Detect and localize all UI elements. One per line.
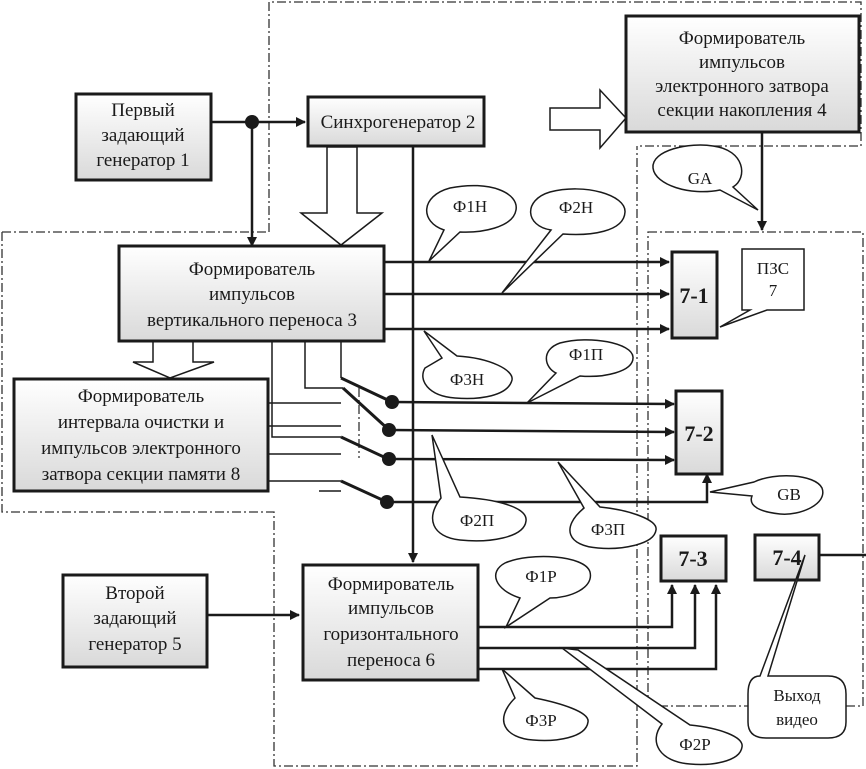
- block-label: переноса 6: [347, 650, 435, 671]
- svg-text:Ф3Н: Ф3Н: [450, 370, 484, 389]
- block-label: Формирователь: [189, 259, 316, 280]
- svg-text:GB: GB: [777, 485, 801, 504]
- block-label: Первый: [111, 100, 175, 121]
- block-label: горизонтального: [323, 624, 458, 645]
- block-label: Синхрогенератор 2: [321, 112, 476, 133]
- svg-text:GA: GA: [688, 169, 713, 188]
- svg-text:Ф2П: Ф2П: [460, 511, 494, 530]
- callout-ga: GA: [652, 144, 759, 211]
- callout-f1p: Ф1П: [526, 339, 634, 404]
- block-label: импульсов: [348, 598, 434, 619]
- svg-text:ПЗС: ПЗС: [757, 259, 789, 278]
- ccd-block-7-4: 7-4: [753, 533, 821, 582]
- block-label: импульсов: [209, 284, 295, 305]
- block-label: генератор 5: [88, 634, 181, 655]
- svg-text:Выход: Выход: [773, 686, 821, 705]
- boundary-vertical-group: [1, 146, 638, 767]
- svg-text:7: 7: [769, 281, 778, 300]
- block-label: задающий: [93, 608, 176, 629]
- block-label: генератор 1: [96, 150, 189, 171]
- block-label: Формирователь: [78, 386, 205, 407]
- block-label: секции накопления 4: [657, 100, 827, 121]
- block-label: интервала очистки и: [58, 412, 224, 433]
- callout-f2r: Ф2Р: [559, 646, 743, 766]
- callout-f2p: Ф2П: [431, 434, 527, 542]
- block-gen2: Второй задающий генератор 5: [61, 573, 209, 669]
- block-shutter-accumulation: Формирователь импульсов электронного зат…: [624, 14, 861, 134]
- block-horizontal-transfer: Формирователь импульсов горизонтального …: [301, 563, 480, 682]
- svg-text:Ф1Н: Ф1Н: [453, 197, 487, 216]
- block-label: 7-4: [772, 545, 801, 570]
- block-label: затвора секции памяти 8: [42, 464, 240, 485]
- junction-dot: [245, 115, 259, 129]
- signal-lines: [207, 115, 866, 671]
- block-label: импульсов электронного: [41, 438, 241, 459]
- block-label: 7-1: [679, 283, 708, 308]
- ccd-block-7-1: 7-1: [670, 250, 719, 340]
- callout-gb: GB: [709, 475, 824, 515]
- svg-text:Ф2Н: Ф2Н: [559, 198, 593, 217]
- ccd-block-7-3: 7-3: [659, 534, 728, 583]
- ccd-block-7-2: 7-2: [674, 389, 724, 476]
- boundary-ccd: [647, 231, 864, 707]
- block-label: 7-3: [678, 546, 707, 571]
- callout-video-output: Выход видео: [747, 554, 847, 739]
- svg-text:Ф1П: Ф1П: [569, 345, 603, 364]
- callout-f3p: Ф3П: [557, 461, 657, 550]
- bus-arrow-sync-to-shutter: [549, 88, 628, 151]
- block-label: вертикального переноса 3: [147, 310, 357, 331]
- block-cleaning-interval: Формирователь интервала очистки и импуль…: [12, 377, 270, 493]
- block-label: электронного затвора: [655, 76, 829, 97]
- block-gen1: Первый задающий генератор 1: [74, 92, 213, 182]
- svg-text:Ф3П: Ф3П: [591, 520, 625, 539]
- callout-f1h: Ф1Н: [426, 184, 517, 262]
- callout-f3r: Ф3Р: [501, 668, 589, 742]
- svg-text:Ф2Р: Ф2Р: [679, 735, 710, 754]
- callout-f1r: Ф1Р: [495, 555, 591, 630]
- block-label: 7-2: [684, 421, 713, 446]
- block-vertical-transfer: Формирователь импульсов вертикального пе…: [117, 244, 386, 343]
- boundary-sync-group: [268, 1, 862, 232]
- bus-arrow-vert-to-clean: [132, 340, 215, 379]
- bus-arrow-sync-to-vert: [298, 146, 385, 246]
- svg-text:Ф3Р: Ф3Р: [525, 711, 556, 730]
- callout-f3h: Ф3Н: [422, 330, 513, 400]
- block-label: Формирователь: [679, 28, 806, 49]
- block-label: импульсов: [699, 52, 785, 73]
- callout-ccd: ПЗС 7: [719, 248, 805, 328]
- bus-arrows: [132, 88, 628, 379]
- svg-text:Ф1Р: Ф1Р: [525, 567, 556, 586]
- block-label: Формирователь: [328, 574, 455, 595]
- block-label: задающий: [101, 125, 184, 146]
- block-label: Второй: [105, 583, 164, 604]
- svg-text:видео: видео: [776, 710, 818, 729]
- callout-f2h: Ф2Н: [501, 188, 626, 294]
- block-sync-generator: Синхрогенератор 2: [306, 95, 486, 148]
